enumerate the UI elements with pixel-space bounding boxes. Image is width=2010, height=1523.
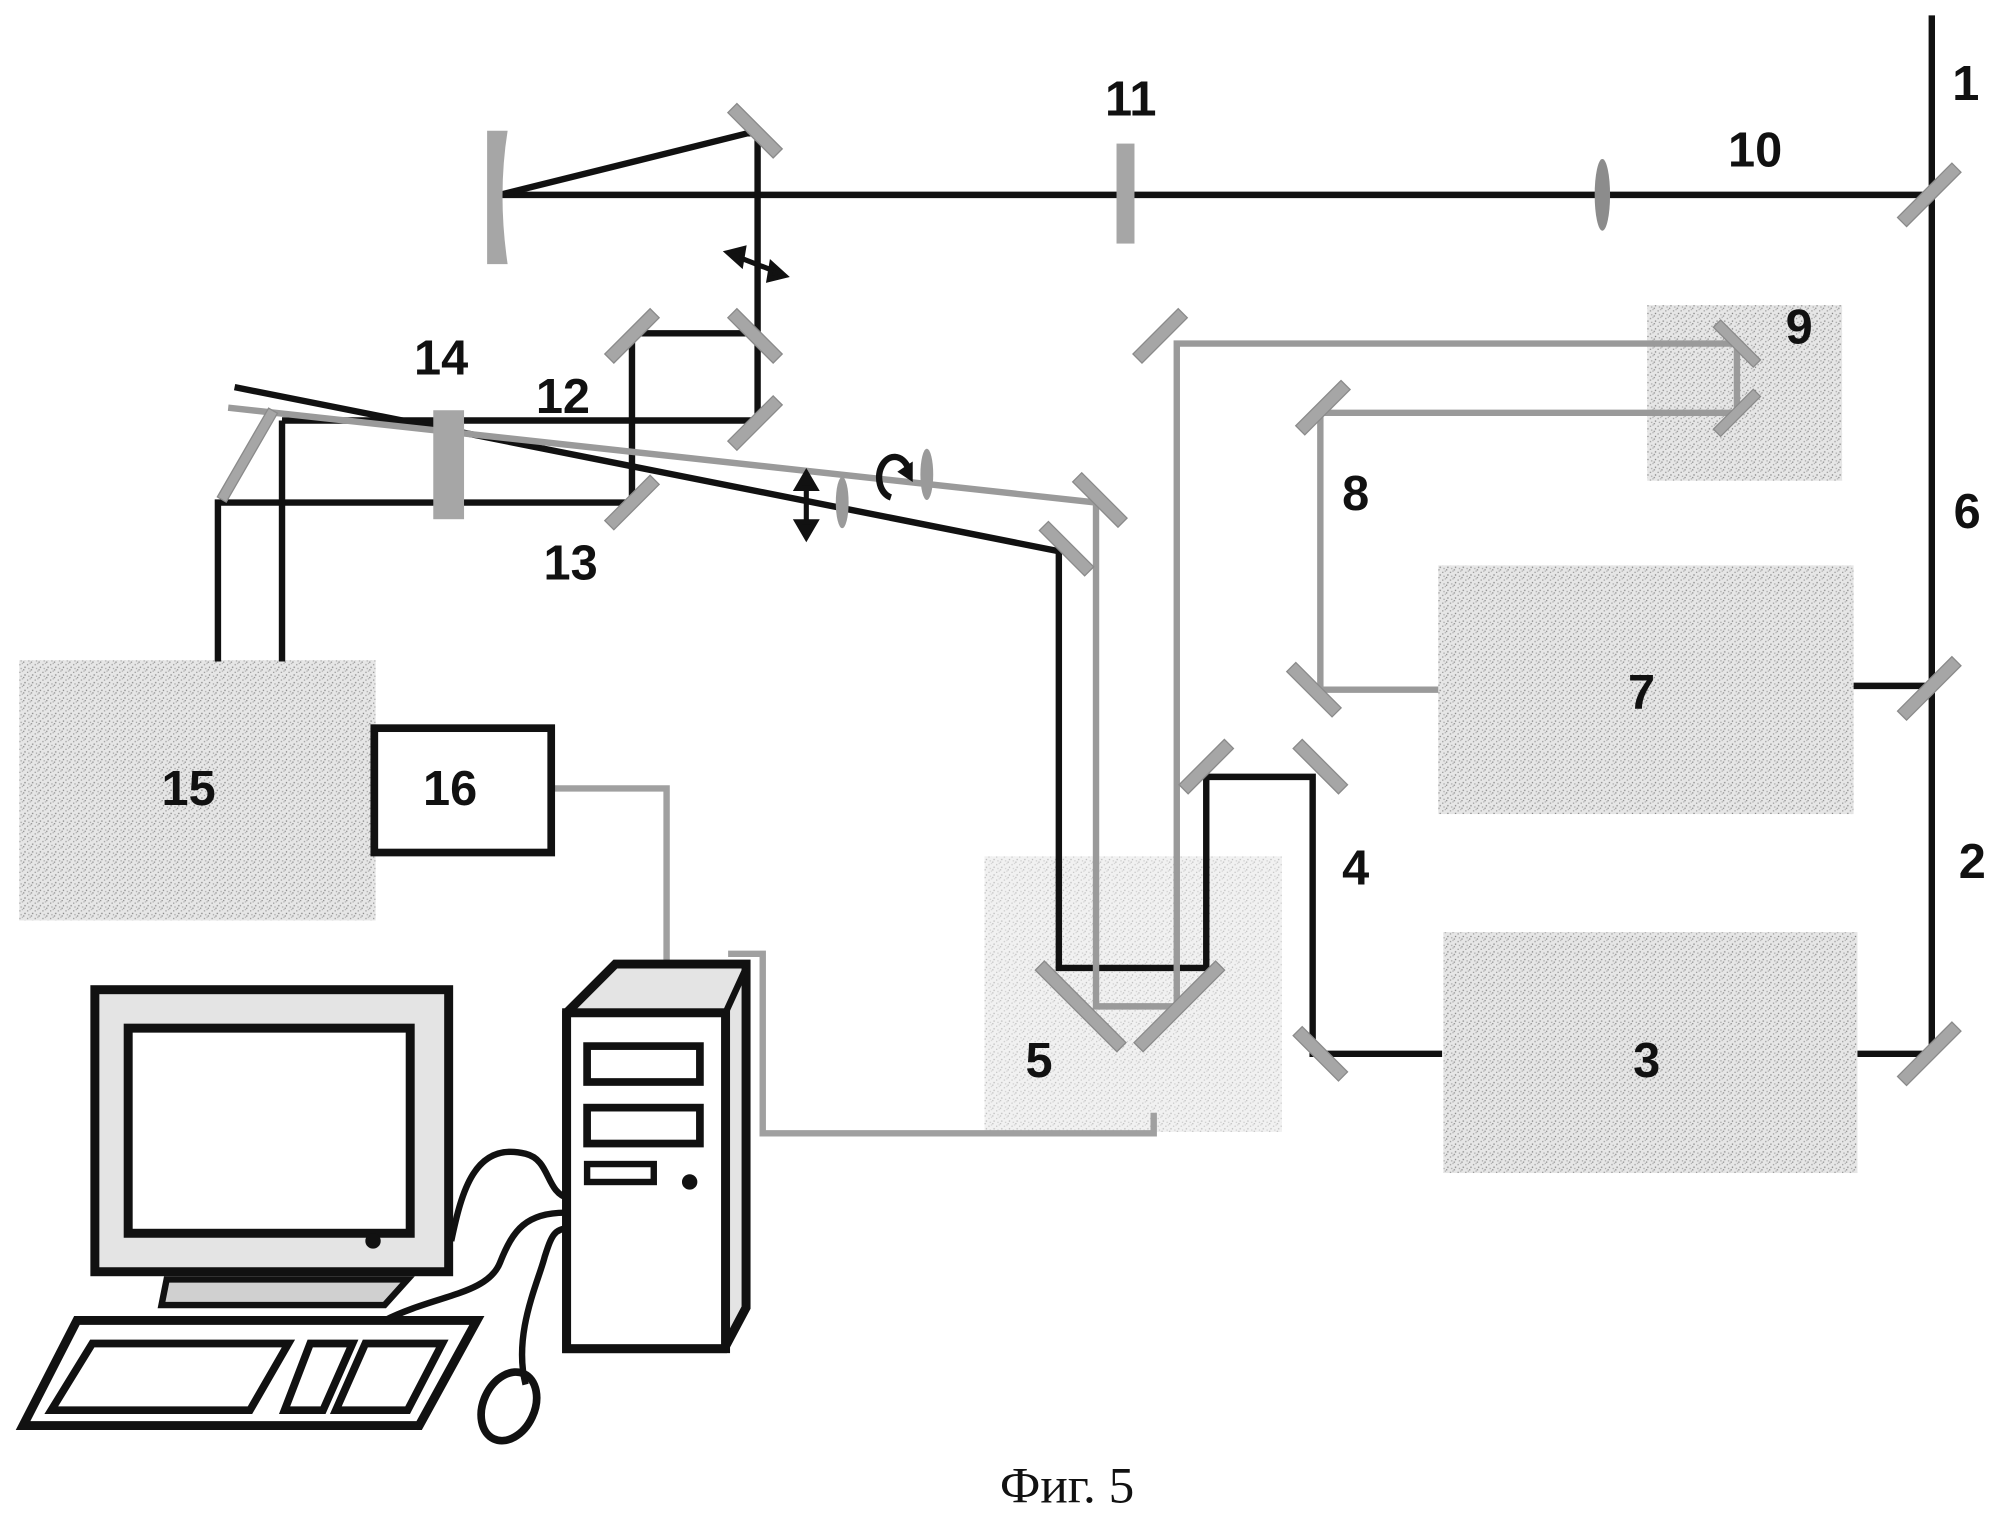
lens [836, 477, 849, 528]
label-8: 8 [1342, 467, 1369, 521]
label-2: 2 [1959, 835, 1986, 889]
mirror [217, 408, 277, 502]
label-10: 10 [1728, 124, 1782, 178]
block-9 [1647, 305, 1842, 481]
mouse-icon [471, 1363, 548, 1450]
label-1: 1 [1952, 57, 1979, 111]
label-14: 14 [414, 331, 468, 385]
label-3: 3 [1633, 1034, 1660, 1088]
label-9: 9 [1786, 301, 1813, 355]
label-6: 6 [1954, 485, 1981, 539]
lens-10 [1595, 159, 1610, 231]
computer-tower-icon [567, 964, 746, 1349]
figure-caption: Фиг. 5 [1000, 1457, 1134, 1514]
plate-11 [1117, 144, 1135, 244]
mirror [1293, 739, 1347, 793]
block-5 [984, 856, 1281, 1132]
label-5: 5 [1026, 1034, 1053, 1088]
label-16: 16 [423, 762, 477, 816]
sample-14 [433, 410, 464, 519]
label-12: 12 [536, 370, 590, 424]
label-11: 11 [1105, 72, 1156, 126]
lens [920, 449, 933, 500]
label-15: 15 [162, 762, 216, 816]
keyboard-icon [23, 1320, 477, 1425]
label-4: 4 [1342, 842, 1369, 896]
label-7: 7 [1628, 666, 1655, 720]
computer-monitor-icon [95, 990, 449, 1305]
label-13: 13 [544, 536, 598, 590]
